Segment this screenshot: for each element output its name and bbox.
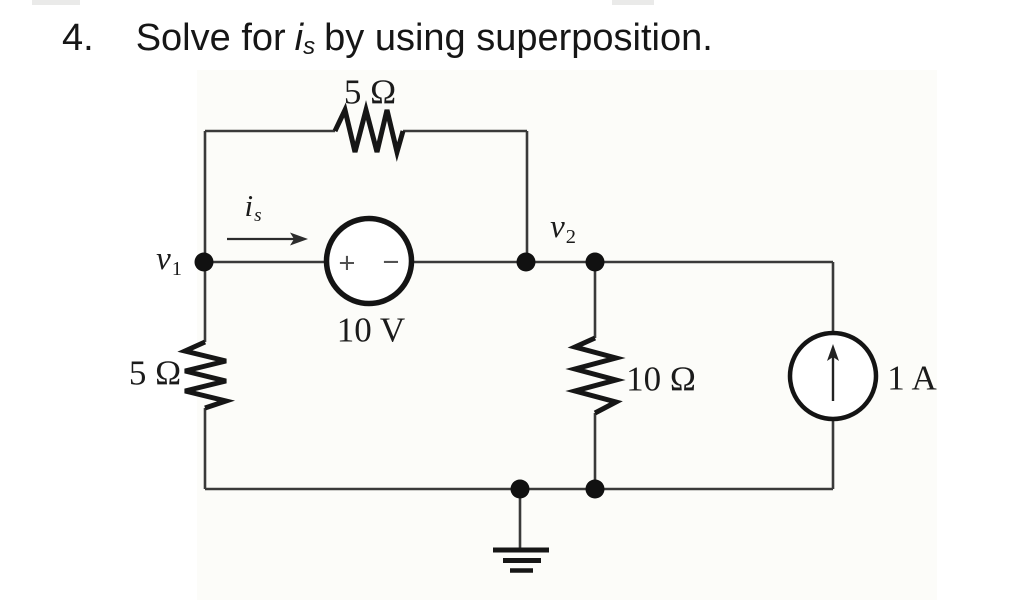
- voltage-source-value-label: 10 V: [336, 310, 406, 350]
- left-resistor-label: 5 Ω: [128, 353, 182, 393]
- node-dot-bottom: [585, 479, 605, 499]
- is-base: i: [244, 188, 254, 224]
- scanned-figure-background: [197, 70, 937, 600]
- node-dot-v2-left: [516, 252, 536, 272]
- title-variable-subscript: s: [303, 33, 316, 61]
- v1-base: v: [156, 240, 171, 277]
- v2-subscript: 2: [565, 225, 576, 248]
- voltage-source-icon: [323, 215, 415, 307]
- title-text-after: by using superposition.: [324, 17, 713, 59]
- title-variable-i: i: [294, 17, 304, 59]
- resistor-10ohm-icon: [565, 335, 626, 416]
- crop-artifact-middle: [612, 0, 654, 5]
- problem-number: 4.: [62, 17, 94, 59]
- right-resistor-label: 10 Ω: [626, 359, 696, 399]
- v1-subscript: 1: [171, 257, 182, 280]
- is-arrowhead-icon: [290, 232, 308, 246]
- title-text-before: Solve for: [135, 17, 286, 59]
- ground-icon: [493, 547, 549, 573]
- top-resistor-label: 5 Ω: [343, 72, 397, 112]
- voltage-source-minus-sign: −: [382, 246, 400, 279]
- is-subscript: s: [254, 205, 262, 227]
- v2-base: v: [550, 208, 565, 245]
- node-dot-ground: [510, 479, 530, 499]
- voltage-source-plus-sign: +: [338, 247, 356, 280]
- current-source-arrowhead-icon: [827, 344, 839, 361]
- current-source-value-label: 1 A: [887, 358, 937, 398]
- node-dot-v2-right: [585, 252, 605, 272]
- resistor-5ohm-top-icon: [332, 100, 406, 162]
- node-dot-v1: [194, 252, 214, 272]
- resistor-5ohm-left-icon: [177, 339, 236, 411]
- crop-artifact-left: [32, 0, 80, 5]
- node-label-v2: v2: [550, 208, 576, 248]
- current-label-is: is: [244, 190, 261, 226]
- node-label-v1: v1: [156, 240, 182, 280]
